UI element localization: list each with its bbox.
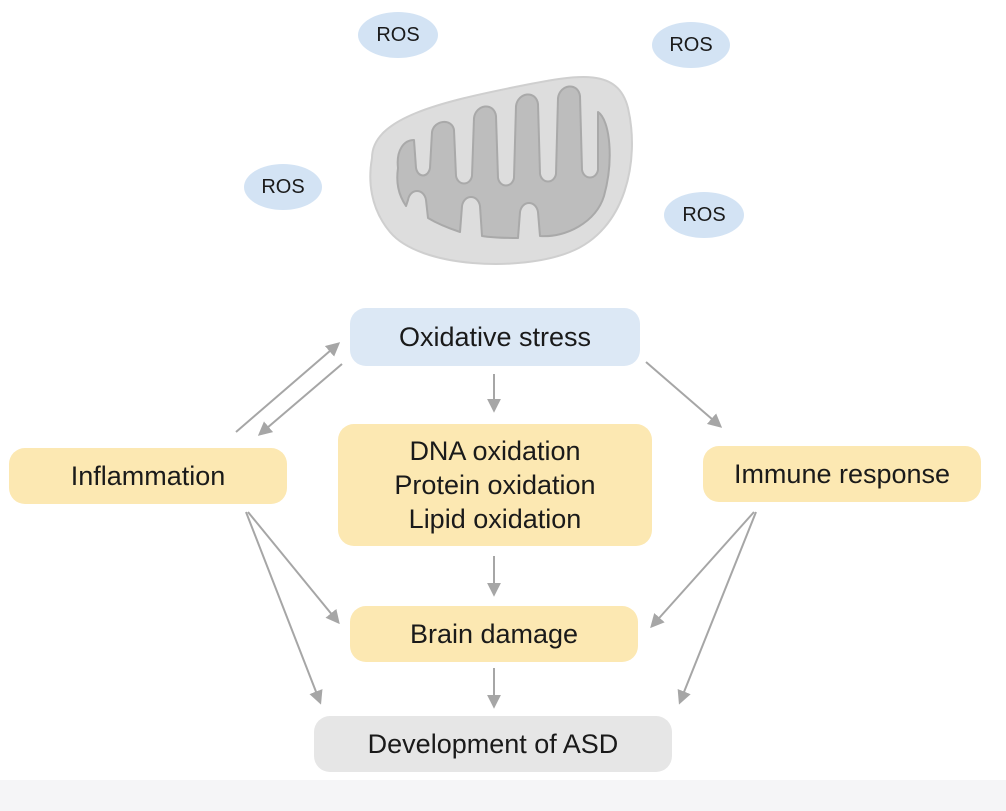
diagram-svg (235, 76, 757, 709)
dna-oxidation-label: DNA oxidation (409, 436, 581, 466)
arrow-inflammation-to-brain-damage (247, 511, 340, 625)
inflammation-node: Inflammation (9, 448, 287, 504)
lipid-oxidation-label: Lipid oxidation (408, 504, 582, 534)
diagram-canvas: ROS ROS ROS ROS Oxidative stress Inflamm… (9, 12, 981, 772)
oxidation-node: DNA oxidation Protein oxidation Lipid ox… (338, 424, 652, 546)
oxidative-stress-node: Oxidative stress (350, 308, 640, 366)
brain-damage-node: Brain damage (350, 606, 638, 662)
ros-bubble-right: ROS (664, 192, 744, 238)
arrows (235, 342, 757, 709)
ros-bubble-top-right: ROS (652, 22, 730, 68)
ros-bubble-top-left: ROS (358, 12, 438, 58)
protein-oxidation-label: Protein oxidation (394, 470, 596, 500)
mitochondrion-icon (369, 76, 633, 265)
arrow-oxidative-stress-to-immune-response (645, 361, 723, 428)
arrow-immune-response-to-development (677, 511, 757, 705)
ros-bubble-left: ROS (244, 164, 322, 210)
arrow-inflammation-to-oxidative-stress (235, 342, 341, 433)
arrow-immune-response-to-brain-damage (650, 511, 755, 629)
arrow-oxidative-stress-to-inflammation (257, 363, 343, 436)
arrow-inflammation-to-development (245, 511, 323, 705)
immune-response-node: Immune response (703, 446, 981, 502)
development-of-asd-node: Development of ASD (314, 716, 672, 772)
